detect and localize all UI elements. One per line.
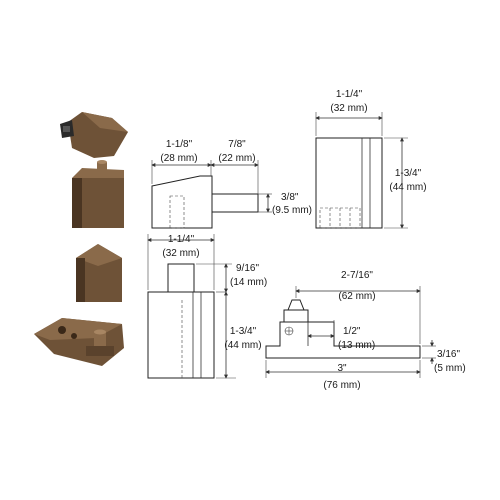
front-bottom-pin-mm: (14 mm) [230, 277, 267, 288]
plate-arm-in: 2-7/16" [341, 270, 373, 281]
plate-offset-mm: (13 mm) [338, 340, 375, 351]
side-pin-mm: (22 mm) [218, 153, 255, 164]
plate-offset-in: 1/2" [343, 326, 361, 337]
side-width-in: 1-1/8" [166, 139, 193, 150]
photo-top-pivot-assembly [60, 112, 128, 158]
side-pin-height-in: 3/8" [281, 192, 299, 203]
product-photos [34, 112, 128, 366]
plate-drawing: 2-7/16" (62 mm) 1/2" (13 mm) 3/16" (5 mm… [265, 270, 466, 391]
plate-thickness-in: 3/16" [437, 349, 460, 360]
front-bottom-view-drawing: 1-1/4" (32 mm) 9/16" (14 mm) 1-3/4" (44 … [147, 234, 267, 379]
plate-arm-mm: (62 mm) [338, 291, 375, 302]
plate-length-mm: (76 mm) [323, 380, 360, 391]
front-top-height-mm: (44 mm) [389, 182, 426, 193]
front-top-width-mm: (32 mm) [330, 103, 367, 114]
photo-bottom-pivot-block [76, 244, 122, 302]
front-bottom-height-in: 1-3/4" [230, 326, 257, 337]
front-bottom-width-in: 1-1/4" [168, 234, 195, 245]
front-bottom-width-mm: (32 mm) [162, 248, 199, 259]
front-top-height-in: 1-3/4" [395, 168, 422, 179]
side-pin-in: 7/8" [228, 139, 246, 150]
front-top-view-drawing: 1-1/4" (32 mm) 1-3/4" (44 mm) [315, 89, 427, 229]
plate-thickness-mm: (5 mm) [434, 363, 466, 374]
side-view-drawing: 1-1/8" (28 mm) 7/8" (22 mm) 3/8" (9.5 mm… [151, 139, 312, 229]
side-width-mm: (28 mm) [160, 153, 197, 164]
plate-length-in: 3" [337, 363, 347, 374]
photo-top-pivot-block [72, 160, 124, 228]
front-top-width-in: 1-1/4" [336, 89, 363, 100]
side-pin-height-mm: (9.5 mm) [272, 205, 312, 216]
front-bottom-height-mm: (44 mm) [224, 340, 261, 351]
front-bottom-pin-in: 9/16" [236, 263, 259, 274]
photo-bottom-pivot-plate [34, 318, 124, 366]
